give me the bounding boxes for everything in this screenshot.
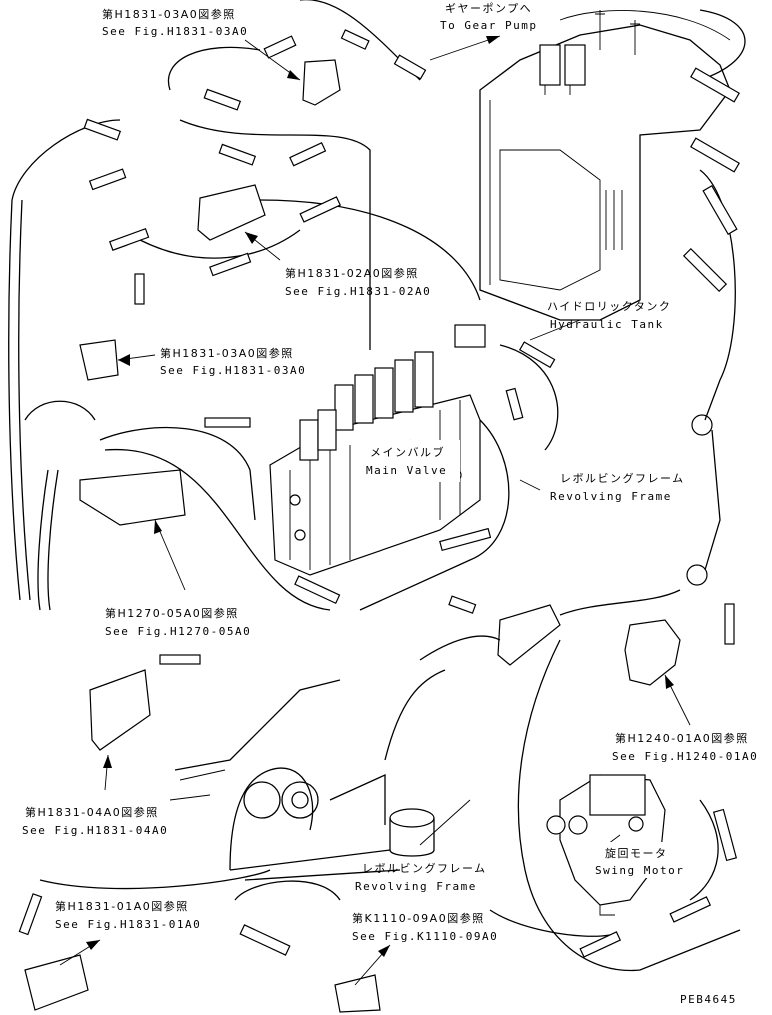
callout-jp: 第H1831-02A0図参照 xyxy=(285,266,419,280)
callout-en: See Fig.H1270-05A0 xyxy=(105,625,251,638)
block-top xyxy=(302,59,341,106)
callout-revolving-frame-bottom: レボルビングフレーム Revolving Frame xyxy=(355,861,487,893)
callout-ref-h1240-01a0: 第H1240-01A0図参照 See Fig.H1240-01A0 xyxy=(612,731,758,763)
block-bottom-center xyxy=(334,974,381,1013)
callout-jp: レボルビングフレーム xyxy=(362,861,487,875)
callout-jp: 旋回モータ xyxy=(605,846,668,860)
block-upper-left xyxy=(197,184,266,241)
callout-jp: 第H1240-01A0図参照 xyxy=(615,731,749,745)
callout-jp: 第H1270-05A0図参照 xyxy=(105,606,239,620)
callout-en: See Fig.H1831-03A0 xyxy=(160,364,306,377)
drawing-code: PEB4645 xyxy=(680,993,737,1006)
callout-jp: 第H1831-04A0図参照 xyxy=(25,805,159,819)
block-lower-left xyxy=(89,669,151,751)
callout-ref-h1831-01a0: 第H1831-01A0図参照 See Fig.H1831-01A0 xyxy=(55,899,201,931)
callout-jp: レボルビングフレーム xyxy=(560,471,685,485)
callout-en: See Fig.H1240-01A0 xyxy=(612,750,758,763)
callout-en: To Gear Pump xyxy=(440,19,537,32)
callout-en: See Fig.H1831-03A0 xyxy=(102,25,248,38)
callout-en: See Fig.H1831-04A0 xyxy=(22,824,168,837)
callout-gear-pump: ギヤーポンプへ To Gear Pump xyxy=(440,2,537,32)
clamp-center xyxy=(497,604,561,666)
hydraulic-tank xyxy=(479,10,731,321)
callout-en: Swing Motor xyxy=(595,864,684,877)
callout-main-valve: メインバルブ Main Valve xyxy=(360,440,460,482)
callout-ref-h1831-03a0-mid: 第H1831-03A0図参照 See Fig.H1831-03A0 xyxy=(160,346,306,377)
callout-jp: ハイドロリックタンク xyxy=(547,300,671,313)
callout-jp: 第H1831-03A0図参照 xyxy=(102,7,236,21)
callout-en: See Fig.K1110-09A0 xyxy=(352,930,498,943)
callout-jp: 第K1110-09A0図参照 xyxy=(352,911,485,925)
callout-swing-motor: 旋回モータ Swing Motor xyxy=(590,842,685,878)
callout-ref-h1831-03a0-top: 第H1831-03A0図参照 See Fig.H1831-03A0 xyxy=(102,7,248,38)
callout-jp: 第H1831-01A0図参照 xyxy=(55,899,189,913)
callout-ref-k1110-09a0: 第K1110-09A0図参照 See Fig.K1110-09A0 xyxy=(352,911,498,943)
callout-ref-h1270-05a0: 第H1270-05A0図参照 See Fig.H1270-05A0 xyxy=(105,606,251,638)
callout-en: Hydraulic Tank xyxy=(550,318,664,331)
callout-en: Revolving Frame xyxy=(355,880,477,893)
callout-en: Main Valve xyxy=(366,464,447,477)
callout-jp: ギヤーポンプへ xyxy=(445,2,532,15)
hoses xyxy=(8,0,746,972)
revolving-frame xyxy=(169,679,435,881)
fittings-blocks xyxy=(24,59,713,1013)
bracket-frame xyxy=(79,469,186,526)
callout-en: See Fig.H1831-02A0 xyxy=(285,285,431,298)
callout-en: Revolving Frame xyxy=(550,490,672,503)
callout-ref-h1831-02a0: 第H1831-02A0図参照 See Fig.H1831-02A0 xyxy=(285,266,431,298)
leader-lines xyxy=(59,35,691,986)
callout-hydraulic-tank: ハイドロリックタンク Hydraulic Tank xyxy=(547,300,671,331)
block-left-mid xyxy=(79,339,119,381)
callout-jp: 第H1831-03A0図参照 xyxy=(160,346,294,360)
hose-fittings xyxy=(18,29,740,958)
callout-ref-h1831-04a0: 第H1831-04A0図参照 See Fig.H1831-04A0 xyxy=(22,805,168,837)
block-bottom-left xyxy=(24,954,89,1011)
callout-jp: メインバルブ xyxy=(370,445,445,459)
callout-revolving-frame-right: レボルビングフレーム Revolving Frame xyxy=(550,471,685,503)
callout-en: See Fig.H1831-01A0 xyxy=(55,918,201,931)
